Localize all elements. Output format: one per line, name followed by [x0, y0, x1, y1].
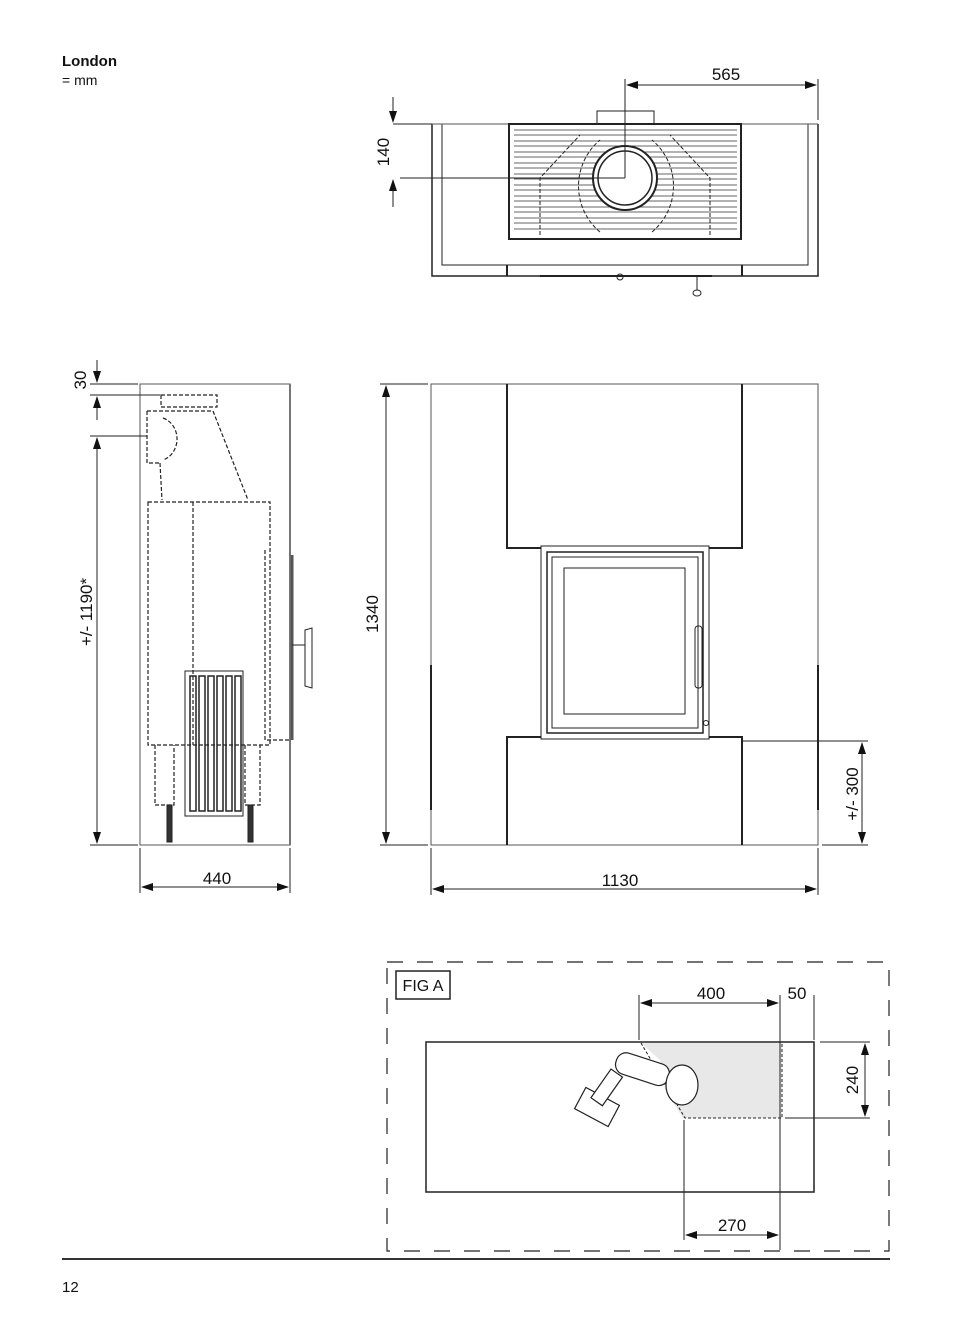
footer-divider	[62, 1258, 890, 1260]
front-view-dimensions	[380, 383, 868, 895]
front-view	[430, 383, 819, 846]
top-view-dimensions	[389, 79, 819, 207]
dim-30: 30	[71, 371, 90, 390]
dim-1340: 1340	[363, 595, 382, 633]
fig-a	[386, 961, 890, 1252]
page-number: 12	[62, 1279, 79, 1296]
dim-300: +/- 300	[843, 767, 862, 820]
fig-a-dimensions	[638, 995, 870, 1250]
dim-270: 270	[718, 1216, 746, 1235]
dim-1190: +/- 1190*	[77, 578, 96, 647]
dim-140: 140	[374, 138, 393, 166]
dim-440: 440	[203, 869, 231, 888]
side-view	[139, 383, 313, 846]
dim-240: 240	[843, 1066, 862, 1094]
dim-50: 50	[788, 984, 807, 1003]
units-label: = mm	[62, 72, 98, 88]
page-title: London	[62, 53, 117, 70]
side-view-dimensions	[90, 360, 291, 893]
dim-565: 565	[712, 65, 740, 84]
fig-a-label: FIG A	[403, 978, 444, 995]
drill-icon	[573, 1052, 699, 1128]
dim-400: 400	[697, 984, 725, 1003]
dim-1130: 1130	[602, 871, 639, 890]
